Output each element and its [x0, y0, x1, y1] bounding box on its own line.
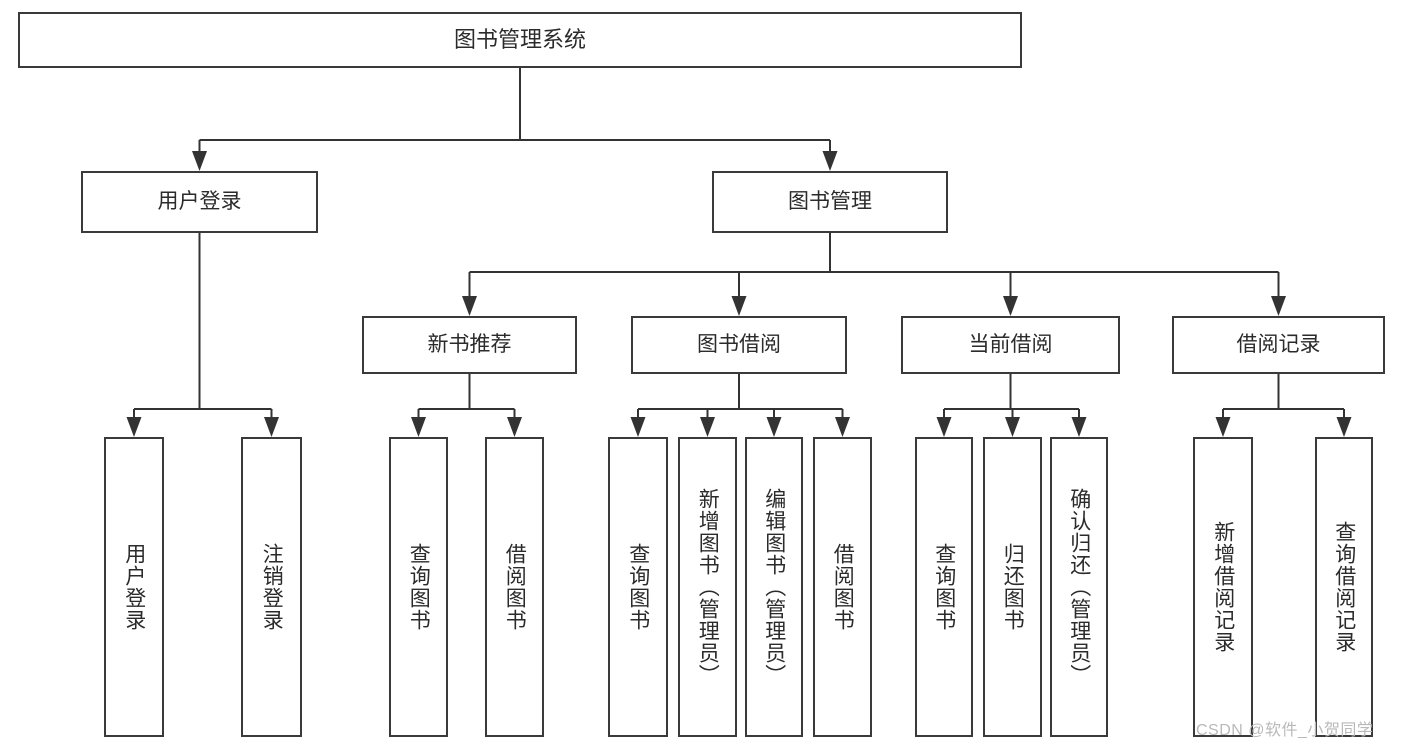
connector-arrowhead-user-login-1: [264, 417, 279, 437]
node-label-leaf-add-record: 新增借阅记录: [1211, 521, 1235, 653]
connector-arrowhead-book-borrow-0: [630, 417, 646, 437]
connector-arrowhead-root-1: [822, 151, 838, 171]
connector-arrowhead-new-book-recommend-0: [411, 417, 426, 437]
connector-arrowhead-book-borrow-2: [766, 417, 782, 437]
node-leaf-confirm-return[interactable]: 确认归还（管理员）: [1050, 437, 1108, 737]
node-label-leaf-borrow-book-1: 借阅图书: [503, 543, 527, 631]
node-leaf-borrow-book-2[interactable]: 借阅图书: [813, 437, 872, 737]
node-leaf-edit-book[interactable]: 编辑图书（管理员）: [745, 437, 803, 737]
node-label-book-manage: 图书管理: [788, 190, 872, 214]
node-label-leaf-query-book-3: 查询图书: [932, 543, 956, 631]
connector-arrowhead-current-borrow-1: [1005, 417, 1020, 437]
node-label-root: 图书管理系统: [453, 26, 586, 52]
node-leaf-query-book-2[interactable]: 查询图书: [608, 437, 668, 737]
node-label-borrow-record: 借阅记录: [1236, 333, 1321, 357]
node-leaf-query-book-3[interactable]: 查询图书: [915, 437, 973, 737]
node-root[interactable]: 图书管理系统: [18, 12, 1022, 68]
node-label-leaf-logout: 注销登录: [260, 543, 284, 631]
connector-arrowhead-user-login-0: [126, 417, 142, 437]
node-label-leaf-add-book: 新增图书（管理员）: [696, 488, 720, 686]
node-label-leaf-user-login: 用户登录: [122, 543, 146, 631]
node-label-leaf-query-book-1: 查询图书: [407, 543, 431, 631]
node-leaf-logout[interactable]: 注销登录: [241, 437, 302, 737]
node-leaf-query-record[interactable]: 查询借阅记录: [1315, 437, 1373, 737]
node-leaf-add-book[interactable]: 新增图书（管理员）: [678, 437, 737, 737]
connector-arrowhead-book-borrow-1: [700, 417, 715, 437]
node-label-leaf-query-book-2: 查询图书: [626, 543, 650, 631]
connector-arrowhead-borrow-record-0: [1215, 417, 1231, 437]
connector-arrowhead-current-borrow-2: [1071, 417, 1087, 437]
connector-arrowhead-current-borrow-0: [936, 417, 952, 437]
node-leaf-user-login[interactable]: 用户登录: [104, 437, 164, 737]
connector-arrowhead-root-0: [192, 151, 207, 171]
watermark: CSDN @软件_小贺同学: [1196, 722, 1374, 739]
node-book-manage[interactable]: 图书管理: [712, 171, 948, 233]
node-leaf-add-record[interactable]: 新增借阅记录: [1193, 437, 1253, 737]
node-label-leaf-return-book: 归还图书: [1001, 543, 1025, 631]
node-leaf-borrow-book-1[interactable]: 借阅图书: [485, 437, 544, 737]
connector-arrowhead-book-manage-2: [1003, 296, 1018, 316]
node-label-leaf-confirm-return: 确认归还（管理员）: [1067, 488, 1091, 686]
node-leaf-query-book-1[interactable]: 查询图书: [389, 437, 448, 737]
node-label-leaf-edit-book: 编辑图书（管理员）: [762, 488, 786, 686]
node-book-borrow[interactable]: 图书借阅: [631, 316, 847, 374]
connector-arrowhead-borrow-record-1: [1336, 417, 1352, 437]
node-new-book-recommend[interactable]: 新书推荐: [362, 316, 577, 374]
connector-arrowhead-book-manage-1: [731, 296, 747, 316]
connector-arrowhead-new-book-recommend-1: [507, 417, 522, 437]
node-label-new-book-recommend: 新书推荐: [427, 333, 512, 357]
node-user-login[interactable]: 用户登录: [81, 171, 318, 233]
node-borrow-record[interactable]: 借阅记录: [1172, 316, 1385, 374]
node-label-user-login: 用户登录: [157, 190, 242, 214]
connector-arrowhead-book-manage-0: [462, 296, 477, 316]
node-label-book-borrow: 图书借阅: [697, 333, 781, 357]
node-label-leaf-borrow-book-2: 借阅图书: [831, 543, 855, 631]
connector-arrowhead-book-borrow-3: [835, 417, 850, 437]
node-leaf-return-book[interactable]: 归还图书: [983, 437, 1042, 737]
node-current-borrow[interactable]: 当前借阅: [901, 316, 1120, 374]
node-label-leaf-query-record: 查询借阅记录: [1332, 521, 1356, 653]
connector-arrowhead-book-manage-3: [1271, 296, 1286, 316]
node-label-current-borrow: 当前借阅: [968, 333, 1053, 357]
